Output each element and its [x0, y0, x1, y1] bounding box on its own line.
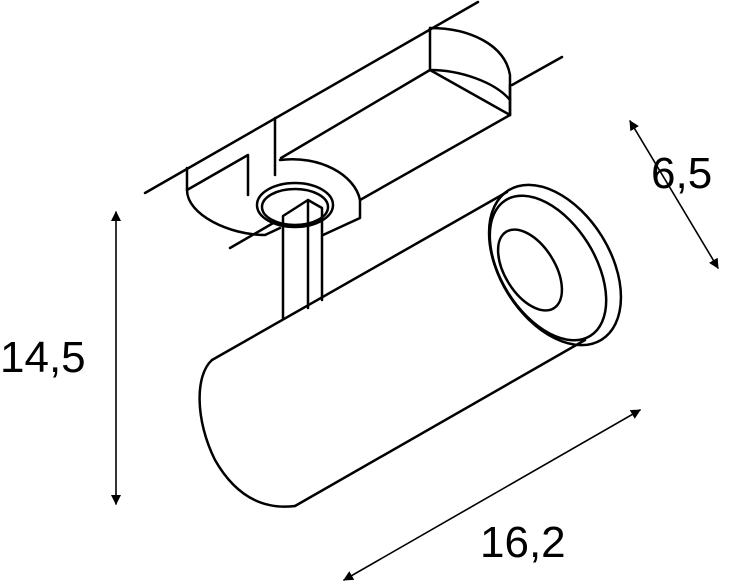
dimension-lines	[111, 120, 719, 581]
height-dimension-label: 14,5	[0, 333, 86, 382]
depth-dimension-label: 6,5	[651, 149, 713, 198]
spotlight-head	[198, 183, 623, 508]
depth-dimension-arrow	[629, 120, 719, 269]
track-adapter	[185, 26, 512, 237]
track-rail	[143, 0, 564, 250]
stem	[281, 198, 324, 320]
length-dimension-label: 16,2	[480, 518, 566, 567]
length-dimension-arrow	[343, 409, 641, 581]
